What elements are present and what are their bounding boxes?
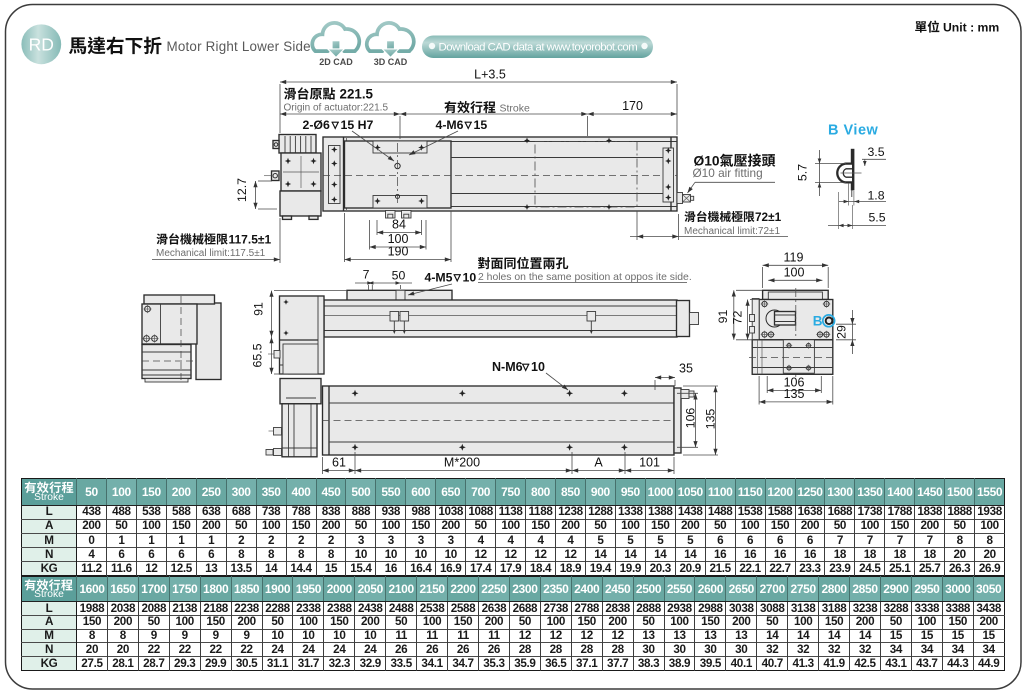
svg-text:84: 84 [392,218,406,232]
svg-text:5.7: 5.7 [796,164,810,181]
svg-text:91: 91 [716,310,730,324]
svg-text:10: 10 [463,271,477,285]
svg-text:2-Ø6: 2-Ø6 [303,118,330,132]
svg-text:2D CAD: 2D CAD [319,57,353,67]
svg-text:2 holes on the same position a: 2 holes on the same position at oppos it… [478,272,692,283]
svg-text:Stroke: Stroke [500,103,531,115]
svg-text:100: 100 [784,266,805,280]
svg-text:Unit : mm: Unit : mm [943,21,999,35]
svg-text:135: 135 [704,409,718,430]
svg-text:10: 10 [531,360,545,374]
svg-text:Ø10 air fitting: Ø10 air fitting [693,166,763,180]
svg-text:4-M6: 4-M6 [436,118,464,132]
svg-text:3.5: 3.5 [867,145,884,159]
svg-text:65.5: 65.5 [251,343,265,367]
svg-text:7: 7 [363,268,370,282]
svg-text:A: A [594,456,603,470]
svg-text:Ø10: Ø10 [694,154,720,169]
svg-text:135: 135 [784,387,805,401]
svg-text:101: 101 [639,456,660,470]
svg-text:Download CAD data at www.toyor: Download CAD data at www.toyorobot.com [439,42,638,54]
svg-text:RD: RD [29,35,54,55]
svg-text:B View: B View [828,123,879,139]
svg-text:91: 91 [252,302,266,316]
svg-text:50: 50 [392,269,406,283]
svg-text:61: 61 [332,456,346,470]
svg-text:12.7: 12.7 [235,178,249,202]
svg-text:72±1: 72±1 [755,210,782,224]
svg-text:5.5: 5.5 [868,211,885,225]
svg-text:119: 119 [784,251,804,265]
svg-text:M*200: M*200 [444,456,480,470]
svg-text:Mechanical limit:72±1: Mechanical limit:72±1 [684,226,781,237]
svg-text:L+3.5: L+3.5 [474,68,506,82]
svg-text:3D CAD: 3D CAD [374,57,408,67]
svg-text:190: 190 [388,245,409,259]
svg-text:106: 106 [784,376,805,390]
svg-text:4-M5: 4-M5 [425,271,453,285]
svg-text:35: 35 [679,362,693,376]
svg-text:221.5: 221.5 [340,87,374,102]
svg-text:Origin of actuator:221.5: Origin of actuator:221.5 [284,103,389,114]
svg-text:29: 29 [835,325,849,339]
svg-text:106: 106 [684,408,698,429]
svg-text:Mechanical limit:117.5±1: Mechanical limit:117.5±1 [156,248,266,259]
svg-text:15 H7: 15 H7 [341,118,374,132]
svg-text:Motor Right Lower Side: Motor Right Lower Side [167,39,311,54]
svg-text:72: 72 [731,311,745,325]
svg-text:100: 100 [388,232,409,246]
svg-text:1.8: 1.8 [867,189,884,203]
svg-text:B: B [813,314,823,329]
svg-text:170: 170 [622,99,643,113]
svg-text:117.5±1: 117.5±1 [229,233,272,247]
svg-text:N-M6: N-M6 [492,360,523,374]
svg-text:15: 15 [474,118,488,132]
